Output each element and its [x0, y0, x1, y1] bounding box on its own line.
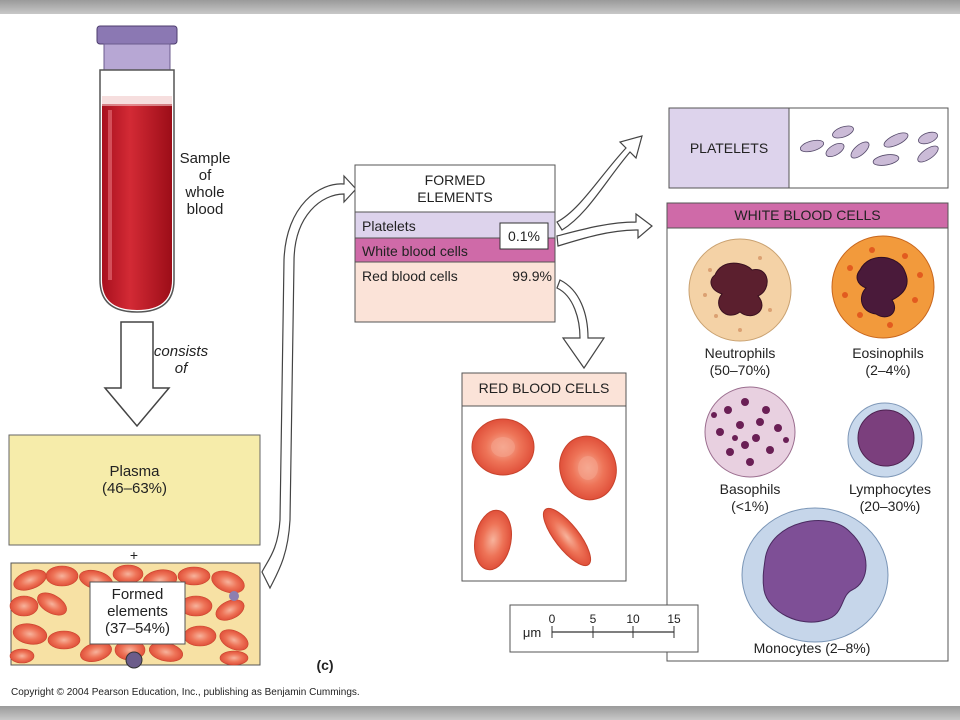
basophils-name: Basophils	[719, 481, 781, 497]
neutrophils-label: Neutrophils (50–70%)	[685, 345, 795, 379]
formed-table-title: FORMED ELEMENTS	[355, 172, 555, 206]
tube-label: Sample of whole blood	[160, 150, 250, 218]
eosinophils-name: Eosinophils	[852, 345, 924, 361]
scale-tick-0: 0	[548, 612, 556, 626]
formed-elements-label: Formed elements (37–54%)	[90, 586, 185, 637]
consists-of-label: consists of	[136, 343, 226, 377]
wbc-title: WHITE BLOOD CELLS	[734, 207, 881, 223]
tube-label-line: blood	[186, 201, 224, 218]
plasma-box	[8, 434, 261, 546]
arrow-to-wbc	[556, 212, 653, 247]
platelets-wbc-value: 0.1%	[508, 228, 540, 244]
scale-tick-5: 5	[589, 612, 597, 626]
basophils-range: (<1%)	[731, 498, 769, 514]
lymphocytes-name: Lymphocytes	[849, 481, 931, 497]
plasma-name: Plasma	[109, 463, 160, 480]
basophils-label: Basophils (<1%)	[695, 481, 805, 515]
formed-table-title-line: ELEMENTS	[417, 189, 493, 205]
consists-of-line: consists	[153, 343, 209, 360]
formed-elements-line: Formed	[111, 586, 164, 603]
rbc-box	[461, 372, 627, 582]
neutrophils-name: Neutrophils	[704, 345, 776, 361]
row-wbc-label: White blood cells	[362, 243, 468, 259]
tube-label-line: Sample	[179, 150, 231, 167]
row-rbc-value: 99.9%	[512, 268, 552, 284]
eosinophils-range: (2–4%)	[865, 362, 911, 378]
platelets-box	[668, 107, 949, 189]
tube-label-line: whole	[185, 184, 225, 201]
platelets-title: PLATELETS	[689, 140, 769, 156]
panel-label: (c)	[316, 657, 334, 673]
arrow-to-platelets	[556, 135, 643, 231]
top-bar	[0, 0, 960, 14]
test-tube	[96, 25, 178, 313]
formed-elements-table	[354, 164, 556, 323]
neutrophils-range: (50–70%)	[709, 362, 771, 378]
row-platelets-label: Platelets	[362, 218, 416, 234]
formed-elements-line: elements	[107, 603, 168, 620]
lymphocytes-label: Lymphocytes (20–30%)	[834, 481, 946, 515]
bottom-bar	[0, 706, 960, 720]
scale-unit: μm	[522, 625, 542, 640]
copyright-text: Copyright © 2004 Pearson Education, Inc.…	[11, 687, 360, 698]
formed-elements-arrow	[261, 174, 357, 590]
scale-tick-10: 10	[626, 612, 640, 626]
consists-of-arrow	[103, 321, 171, 428]
plasma-label: Plasma (46–63%)	[9, 463, 260, 497]
eosinophils-label: Eosinophils (2–4%)	[833, 345, 943, 379]
consists-of-line: of	[174, 360, 188, 377]
formed-elements-range: (37–54%)	[104, 620, 171, 637]
formed-elements-photo	[9, 562, 261, 669]
plasma-range: (46–63%)	[101, 480, 168, 497]
row-rbc-label: Red blood cells	[362, 268, 458, 284]
wbc-box	[666, 202, 949, 662]
monocytes-label: Monocytes (2–8%)	[753, 640, 871, 656]
arrow-to-rbc	[556, 279, 606, 370]
scale-bar	[509, 604, 699, 653]
scale-tick-15: 15	[667, 612, 681, 626]
plus-sign: +	[129, 547, 139, 563]
formed-table-title-line: FORMED	[424, 172, 486, 188]
lymphocytes-range: (20–30%)	[859, 498, 921, 514]
tube-label-line: of	[198, 167, 212, 184]
rbc-title: RED BLOOD CELLS	[478, 380, 610, 396]
